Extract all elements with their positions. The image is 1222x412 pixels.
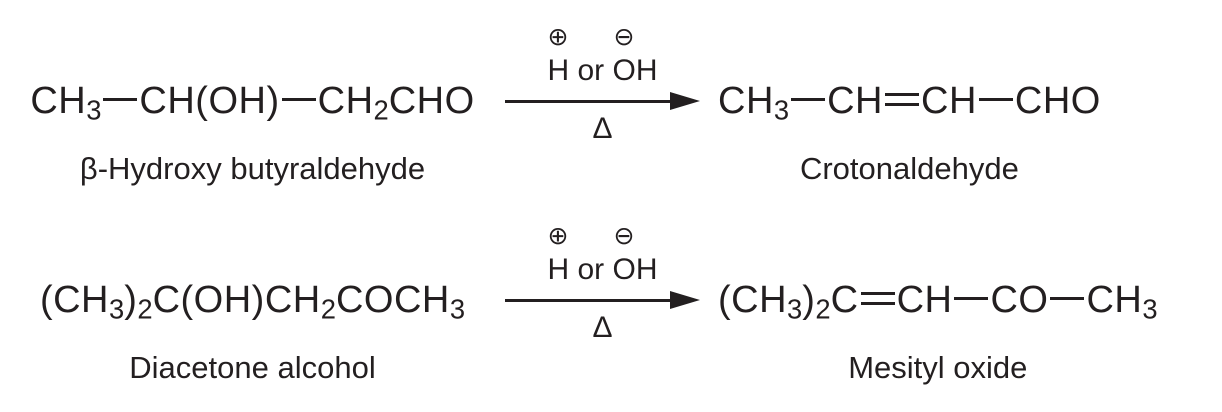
double-bond [860, 292, 895, 305]
plus-charge-icon: ⊕ [547, 23, 569, 51]
reactant-formula: (CH3)2C(OH)CH2COCH3 [39, 279, 466, 325]
reactant-label: β-Hydroxy butyraldehyde [79, 150, 426, 186]
charge-row: ⊕ ⊖ [548, 221, 658, 251]
reactant-label: Diacetone alcohol [129, 349, 376, 385]
plus-charge-icon: ⊕ [547, 222, 569, 250]
single-bond [281, 98, 316, 101]
reagent-text: H or OH [547, 253, 658, 286]
double-bond [885, 93, 919, 106]
single-bond [791, 98, 826, 101]
single-bond [1050, 297, 1085, 300]
reactant-molecule: (CH3)2C(OH)CH2COCH3 Diacetone alcohol [40, 278, 465, 386]
product-label: Crotonaldehyde [799, 150, 1019, 186]
condition-text: Δ [592, 112, 613, 145]
right-arrow-icon [505, 291, 700, 309]
arrow-head [670, 291, 700, 309]
reactant-column: (CH3)2C(OH)CH2COCH3 Diacetone alcohol [0, 221, 505, 386]
right-arrow-icon [505, 92, 700, 110]
product-label: Mesityl oxide [848, 349, 1028, 385]
reaction-arrow-group: ⊕ ⊖ H or OH Δ [505, 22, 700, 146]
single-bond [954, 297, 989, 300]
reaction-arrow-group: ⊕ ⊖ H or OH Δ [505, 221, 700, 345]
reaction-row-2: (CH3)2C(OH)CH2COCH3 Diacetone alcohol ⊕ … [0, 221, 1222, 386]
arrow-shaft [505, 99, 670, 103]
single-bond [978, 98, 1013, 101]
charge-row: ⊕ ⊖ [548, 22, 658, 52]
condition-text: Δ [592, 311, 613, 344]
minus-charge-icon: ⊖ [613, 23, 635, 51]
minus-charge-icon: ⊖ [613, 222, 635, 250]
single-bond [103, 98, 138, 101]
reagent-text: H or OH [547, 54, 658, 87]
arrow-head [670, 92, 700, 110]
arrow-shaft [505, 298, 670, 302]
